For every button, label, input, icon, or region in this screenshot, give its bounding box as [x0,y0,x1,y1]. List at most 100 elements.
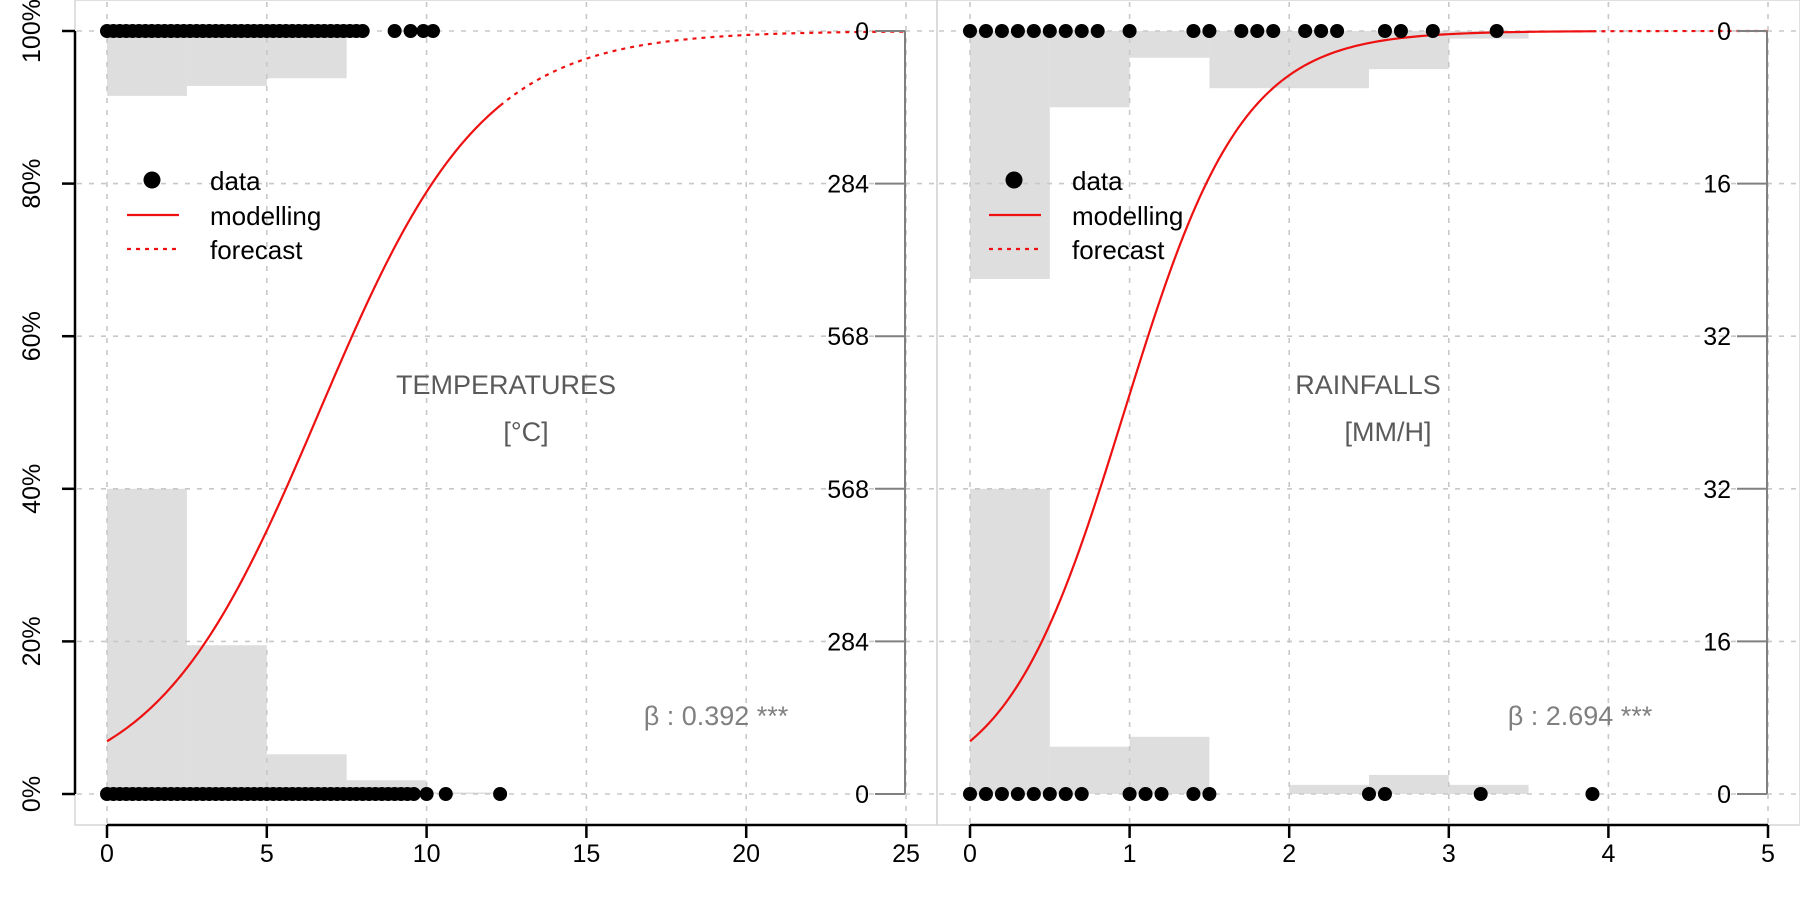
data-point [1377,787,1392,801]
data-point [406,787,421,801]
y-tick-label: 0% [18,776,46,812]
data-point [1154,787,1169,801]
y-tick-label: 80% [18,159,46,209]
hist-bar-bottom [1049,746,1130,794]
data-point [1042,787,1057,801]
model-curve [106,104,501,743]
x-tick-label: 20 [732,840,760,868]
legend-label-forecast: forecast [1072,235,1165,265]
right-axis-label: 568 [827,476,869,504]
right-axis-label: 32 [1703,323,1731,351]
x-tick-label: 15 [572,840,600,868]
beta-annotation: β : 2.694 *** [1508,701,1653,731]
data-point [416,24,431,38]
right-axis-label: 0 [855,18,869,46]
data-point [1042,24,1057,38]
legend-label-modelling: modelling [210,201,321,231]
data-point [1585,787,1600,801]
data-point [963,24,977,38]
data-point [1074,24,1089,38]
right-axis-label: 16 [1703,171,1731,199]
y-tick-label: 60% [18,311,46,361]
hist-bar-bottom [426,792,507,794]
right-axis-label: 0 [1717,18,1731,46]
right-axis-label: 284 [827,171,869,199]
hist-bar-bottom [1129,736,1210,794]
legend-marker-data [1005,171,1023,189]
data-point [355,24,370,38]
data-point [994,787,1009,801]
data-point [1074,787,1089,801]
data-point [1202,24,1217,38]
right-axis-label: 32 [1703,476,1731,504]
panel-title: RAINFALLS [1295,370,1441,400]
data-point [425,24,440,38]
data-point [1010,24,1025,38]
hist-bar-top [186,31,267,86]
legend-label-modelling: modelling [1072,201,1183,231]
panel-title: TEMPERATURES [396,370,616,400]
hist-bar-top [1448,31,1529,39]
data-point [419,787,434,801]
data-point [1202,787,1217,801]
beta-annotation: β : 0.392 *** [644,701,789,731]
data-point [1122,787,1137,801]
right-axis-label: 0 [1717,781,1731,809]
data-point [387,24,402,38]
y-axis: 0%20%40%60%80%100% [18,0,77,812]
panel-unit: [MM/H] [1345,417,1432,447]
hist-bar-top [266,31,347,79]
data-point [438,787,453,801]
hist-bar-top [970,31,1050,279]
legend-label-data: data [210,166,261,196]
data-point [1234,24,1249,38]
data-point [1393,24,1408,38]
x-tick-label: 4 [1601,840,1615,868]
data-point [1122,24,1137,38]
data-point [1489,24,1504,38]
model-curve [969,30,1593,743]
data-point [1298,24,1313,38]
data-point [1026,787,1041,801]
hist-bar-bottom [186,645,267,794]
x-tick-label: 0 [100,840,114,868]
x-tick-label: 5 [1761,840,1775,868]
panel-unit: [°C] [503,417,548,447]
right-axis-label: 568 [827,323,869,351]
data-point [1090,24,1105,38]
data-point [1330,24,1345,38]
data-point [994,24,1009,38]
data-point [1138,787,1153,801]
data-point [1473,787,1488,801]
data-point [1010,787,1025,801]
data-point [403,24,418,38]
data-point [1314,24,1329,38]
right-axis-label: 0 [855,781,869,809]
forecast-curve [499,30,907,107]
data-point [978,787,993,801]
x-tick-label: 5 [260,840,274,868]
x-tick-label: 2 [1282,840,1296,868]
data-point [1186,787,1201,801]
data-point [1266,24,1281,38]
hist-bar-bottom [1448,784,1529,794]
data-point [1058,24,1073,38]
data-point [1362,787,1376,801]
legend-label-forecast: forecast [210,235,303,265]
data-point [1377,24,1392,38]
hist-bar-top [1049,31,1130,108]
x-tick-label: 3 [1442,840,1456,868]
y-tick-label: 40% [18,464,46,514]
x-tick-label: 10 [413,840,441,868]
data-point [493,787,508,801]
data-point [1186,24,1201,38]
hist-bar-bottom [1289,784,1369,794]
legend-marker-data [143,171,161,189]
x-tick-label: 1 [1123,840,1137,868]
data-point [1425,24,1440,38]
hist-bar-top [107,31,187,96]
hist-bar-top [1289,31,1369,89]
data-point [1250,24,1265,38]
